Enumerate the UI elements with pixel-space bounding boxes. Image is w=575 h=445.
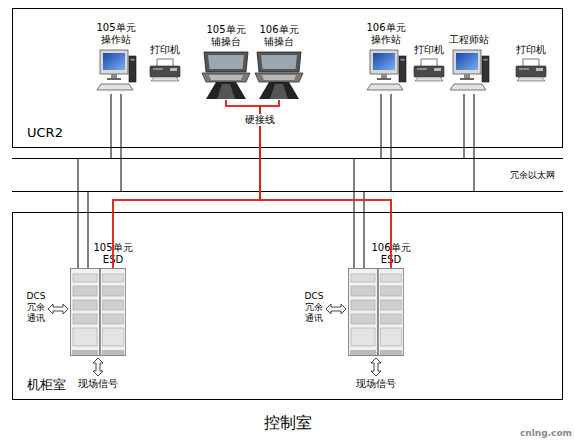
operator-station: 105单元 操作站 xyxy=(95,48,137,94)
operator-station: 106单元 操作站 xyxy=(365,48,407,94)
room-box: 机柜室 105单元 ESD 106单元 ESD xyxy=(12,212,563,400)
signal-label: 现场信号 xyxy=(74,378,122,390)
printer-name: 打印机 xyxy=(511,44,551,56)
comm-label: DCS 冗余 通讯 xyxy=(300,291,328,323)
esd-cabinet: 105单元 ESD xyxy=(100,268,126,356)
esd-cabinet: 106单元 ESD xyxy=(378,268,404,356)
redundant-ethernet: 冗余以太网 xyxy=(12,158,563,192)
edge-label: 硬接线 xyxy=(236,114,284,126)
engineer-station: 工程师站 xyxy=(448,48,490,94)
station-name: 105单元 操作站 xyxy=(94,22,138,46)
network-link xyxy=(464,94,474,191)
printer-name: 打印机 xyxy=(145,44,185,56)
printer: 打印机 xyxy=(412,58,446,82)
console-name: 106单元 辅操台 xyxy=(257,24,301,48)
printer: 打印机 xyxy=(514,58,548,82)
station-name: 106单元 操作站 xyxy=(364,22,408,46)
cabinet-name: 106单元 ESD xyxy=(371,242,411,266)
network-name: 冗余以太网 xyxy=(510,170,555,181)
printer: 打印机 xyxy=(148,58,182,82)
comm-label: DCS 冗余 通讯 xyxy=(22,291,50,323)
console-name: 105单元 辅操台 xyxy=(204,24,248,48)
aux-console: 105单元 辅操台 xyxy=(200,50,252,100)
signal-label: 现场信号 xyxy=(352,378,400,390)
aux-console: 106单元 辅操台 xyxy=(253,50,305,100)
room-name: 机柜室 xyxy=(27,377,66,393)
network-link xyxy=(381,94,391,191)
caption: 控制室 xyxy=(0,413,575,432)
station-name: 工程师站 xyxy=(439,34,499,46)
network-link xyxy=(111,94,121,191)
cabinet-name: 105单元 ESD xyxy=(93,242,133,266)
watermark: cnlng.com xyxy=(516,428,575,439)
room-name: UCR2 xyxy=(27,125,63,141)
printer-name: 打印机 xyxy=(409,44,449,56)
hardwire-link xyxy=(226,100,391,268)
room-box: UCR2105单元 操作站打印机105单元 辅操台106单元 辅操台106单元 … xyxy=(12,8,563,148)
